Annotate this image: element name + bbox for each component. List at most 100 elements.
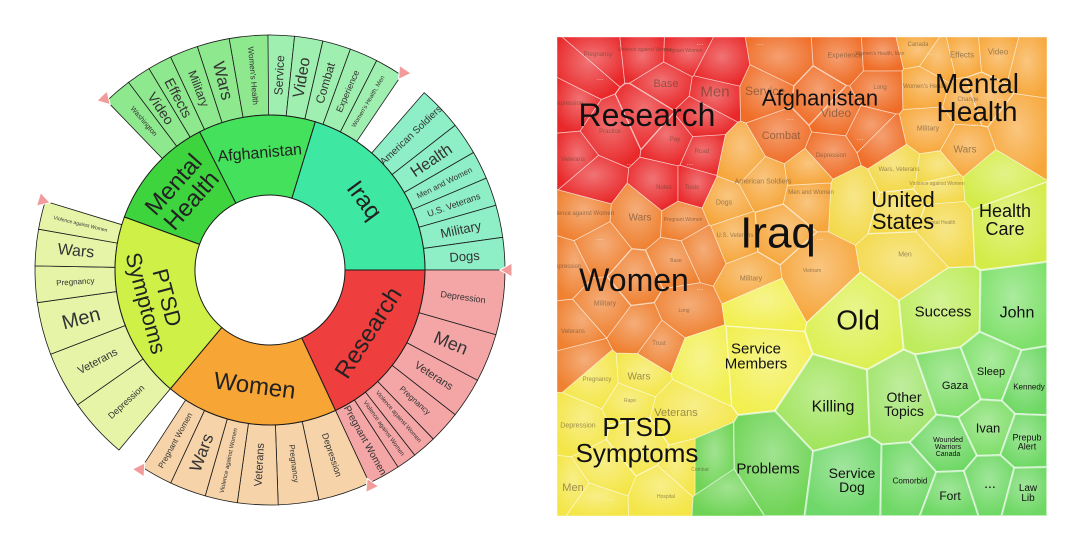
sunburst-outer-women-s-health[interactable]: Women's Health — [228, 34, 271, 118]
voronoi-minor-label: Canada — [907, 42, 929, 48]
voronoi-minor-label: Wars — [628, 372, 651, 383]
collapse-arrow-icon[interactable] — [499, 262, 513, 278]
sunburst-outer-dogs[interactable]: Dogs — [423, 236, 506, 271]
voronoi-minor-label: Pregnant Women — [664, 48, 703, 54]
voronoi-minor-label: Women's Health, Men — [856, 51, 905, 57]
voronoi-minor-label: Military — [740, 276, 763, 283]
voronoi-label-kennedy: Kennedy — [1013, 383, 1045, 392]
voronoi-minor-label: Wars — [954, 145, 977, 156]
ellipsis-icon[interactable]: … — [677, 445, 684, 452]
voronoi-minor-label: Violence against Women — [617, 47, 672, 53]
voronoi-minor-label: Long — [678, 308, 689, 314]
voronoi-minor-label: Rape — [624, 398, 636, 404]
voronoi-minor-label: Men — [700, 84, 729, 101]
ellipsis-icon[interactable]: … — [597, 75, 604, 82]
ellipsis-icon[interactable]: … — [627, 365, 634, 372]
voronoi-minor-label: Road — [695, 149, 709, 155]
sunburst-outer-service[interactable]: Service — [267, 34, 296, 117]
voronoi-minor-label: Depression — [551, 264, 581, 270]
voronoi-minor-label: Women's Health — [903, 84, 947, 90]
sunburst-outer-label: Service — [271, 55, 287, 96]
voronoi-minor-label: Service — [745, 84, 785, 98]
collapse-arrow-icon[interactable] — [393, 64, 413, 83]
voronoi-minor-label: Base — [670, 258, 682, 264]
voronoi-minor-label: American Soldiers — [735, 179, 792, 186]
voronoi-minor-label: Military — [917, 126, 940, 133]
collapse-arrow-icon[interactable] — [35, 191, 53, 210]
voronoi-label-comorbid: Comorbid — [893, 477, 928, 486]
voronoi-minor-label: Base — [653, 78, 678, 90]
voronoi-minor-label: Violence against Women — [909, 181, 964, 187]
sunburst-outer-men[interactable]: Men — [406, 312, 497, 381]
voronoi-minor-label: Men — [562, 482, 583, 494]
voronoi-label-fort: Fort — [939, 489, 961, 503]
voronoi-minor-label: Video — [988, 48, 1009, 57]
voronoi-minor-label: Veterans — [654, 407, 698, 419]
sunburst-outer-violence-against-women[interactable]: Violence against Women — [38, 200, 123, 244]
sunburst-outer-video[interactable]: Video — [285, 35, 324, 120]
voronoi-minor-label: Video — [821, 106, 852, 120]
collapse-arrow-icon[interactable] — [95, 90, 115, 109]
voronoi-label-gaza: Gaza — [942, 380, 969, 392]
voronoi-minor-label: Violence against Women — [548, 211, 614, 217]
voronoi-minor-label: Notes — [656, 185, 672, 191]
ellipsis-icon[interactable]: … — [687, 160, 694, 167]
voronoi-label-research: Research — [579, 97, 716, 133]
voronoi-minor-label: Trust — [652, 341, 666, 347]
ellipsis-icon[interactable]: … — [997, 95, 1004, 102]
collapse-arrow-icon[interactable] — [131, 459, 150, 478]
sunburst-inner-iraq[interactable]: Iraq — [291, 121, 426, 271]
voronoi-label-old: Old — [836, 305, 880, 336]
voronoi-minor-label: U.S. Veterans — [716, 233, 753, 239]
sunburst-inner-women[interactable]: Women — [169, 326, 337, 426]
sunburst-outer-label: Veterans — [253, 442, 267, 486]
ellipsis-icon[interactable]: … — [927, 50, 934, 57]
voronoi-minor-label: Military — [594, 301, 617, 308]
voronoi-label-: ... — [984, 475, 996, 491]
sunburst-outer-label: Dogs — [449, 248, 481, 265]
voronoi-minor-label: Effects — [950, 51, 974, 60]
ellipsis-icon[interactable]: … — [972, 120, 979, 127]
collapse-arrow-icon[interactable] — [361, 475, 380, 494]
ellipsis-icon[interactable]: … — [817, 235, 824, 242]
sunburst-outer-label: Video — [290, 56, 313, 99]
voronoi-minor-label: Combat — [691, 467, 709, 473]
ellipsis-icon[interactable]: … — [787, 115, 794, 122]
sunburst-outer-violence-against-women[interactable]: Violence against Women — [204, 418, 249, 504]
sunburst-outer-label: Pregnancy — [56, 276, 95, 287]
voronoi-minor-label: Depression — [560, 423, 596, 430]
ellipsis-icon[interactable]: … — [627, 160, 634, 167]
voronoi-minor-label: Pregnant Women — [664, 217, 703, 223]
voronoi-minor-label: Practice — [599, 129, 621, 135]
voronoi-minor-label: Wars, Veterans — [879, 167, 920, 173]
voronoi-minor-label: Mental Health — [925, 220, 956, 226]
voronoi-label-problems: Problems — [736, 461, 799, 478]
voronoi-minor-label: Combat — [762, 130, 801, 142]
ellipsis-icon[interactable]: … — [697, 285, 704, 292]
voronoi-minor-label: Change — [957, 97, 979, 103]
sunburst-inner-afghanistan[interactable]: Afghanistan — [198, 114, 316, 204]
ellipsis-icon[interactable]: … — [757, 40, 764, 47]
voronoi-label-success: Success — [915, 304, 972, 321]
voronoi-minor-label: Vietnam — [803, 268, 821, 274]
sunburst-outer-label: Wars — [57, 241, 95, 261]
voronoi-minor-label: Tools — [685, 185, 699, 191]
voronoi-label-ivan: Ivan — [976, 421, 1001, 436]
voronoi-minor-label: Hospital — [657, 494, 675, 500]
ellipsis-icon[interactable]: … — [857, 135, 864, 142]
ellipsis-icon[interactable]: … — [607, 495, 614, 502]
ellipsis-icon[interactable]: … — [597, 235, 604, 242]
voronoi-label-sleep: Sleep — [977, 366, 1005, 378]
sunburst-outer-combat[interactable]: Combat — [304, 40, 351, 125]
ellipsis-icon[interactable]: … — [697, 40, 704, 47]
voronoi-label-john: John — [1000, 305, 1035, 322]
